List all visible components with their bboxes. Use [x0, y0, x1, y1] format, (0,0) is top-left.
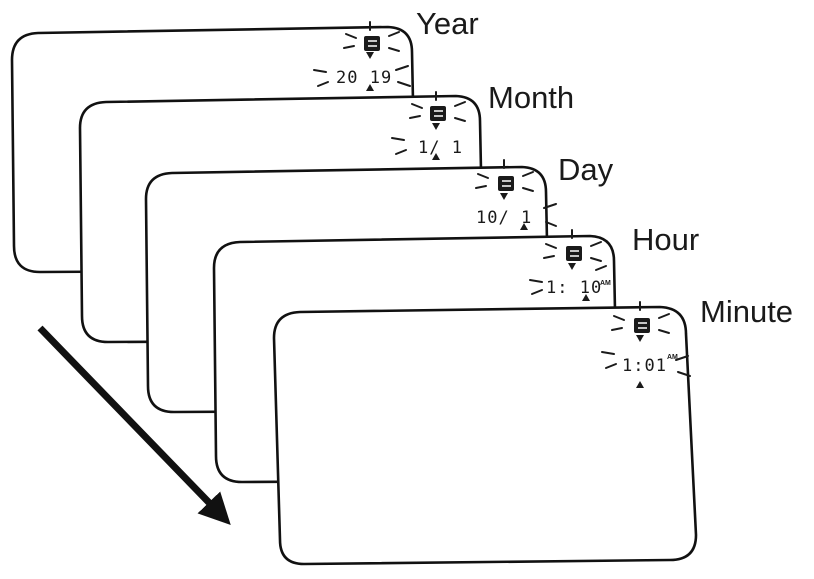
digit-display: 1/ 1	[418, 138, 463, 158]
digit-display: 10/ 1	[476, 208, 532, 228]
setting-mode-icon	[430, 106, 446, 121]
step-panel-minute: Minute 1:01 AM	[272, 294, 793, 566]
setting-mode-icon	[566, 246, 582, 261]
step-label: Day	[558, 152, 614, 187]
digit-display: 1: 10	[546, 278, 602, 298]
blink-rays-icon	[601, 301, 691, 377]
digit-display: 20 19	[336, 68, 392, 88]
blink-indicator: 20 19	[313, 21, 411, 91]
blink-rays-icon	[313, 21, 411, 87]
display-screen	[272, 305, 698, 566]
direction-arrow-icon	[37, 325, 231, 526]
blink-rays-icon	[529, 229, 607, 295]
am-indicator: AM	[667, 354, 678, 361]
blink-indicator: 10/ 1	[475, 159, 557, 230]
step-label: Hour	[632, 222, 699, 257]
step-label: Year	[416, 6, 479, 41]
step-label: Minute	[700, 294, 793, 329]
blink-indicator: 1: 10 AM	[529, 229, 611, 301]
digit-display: 1:01	[622, 356, 667, 376]
setting-mode-icon	[634, 318, 650, 333]
setting-mode-icon	[364, 36, 380, 51]
blink-indicator: 1/ 1	[391, 91, 466, 160]
blink-rays-icon	[475, 159, 557, 227]
blink-rays-icon	[391, 91, 466, 155]
blink-indicator: 1:01 AM	[601, 301, 691, 388]
am-indicator: AM	[600, 280, 611, 287]
step-label: Month	[488, 80, 574, 115]
setting-mode-icon	[498, 176, 514, 191]
